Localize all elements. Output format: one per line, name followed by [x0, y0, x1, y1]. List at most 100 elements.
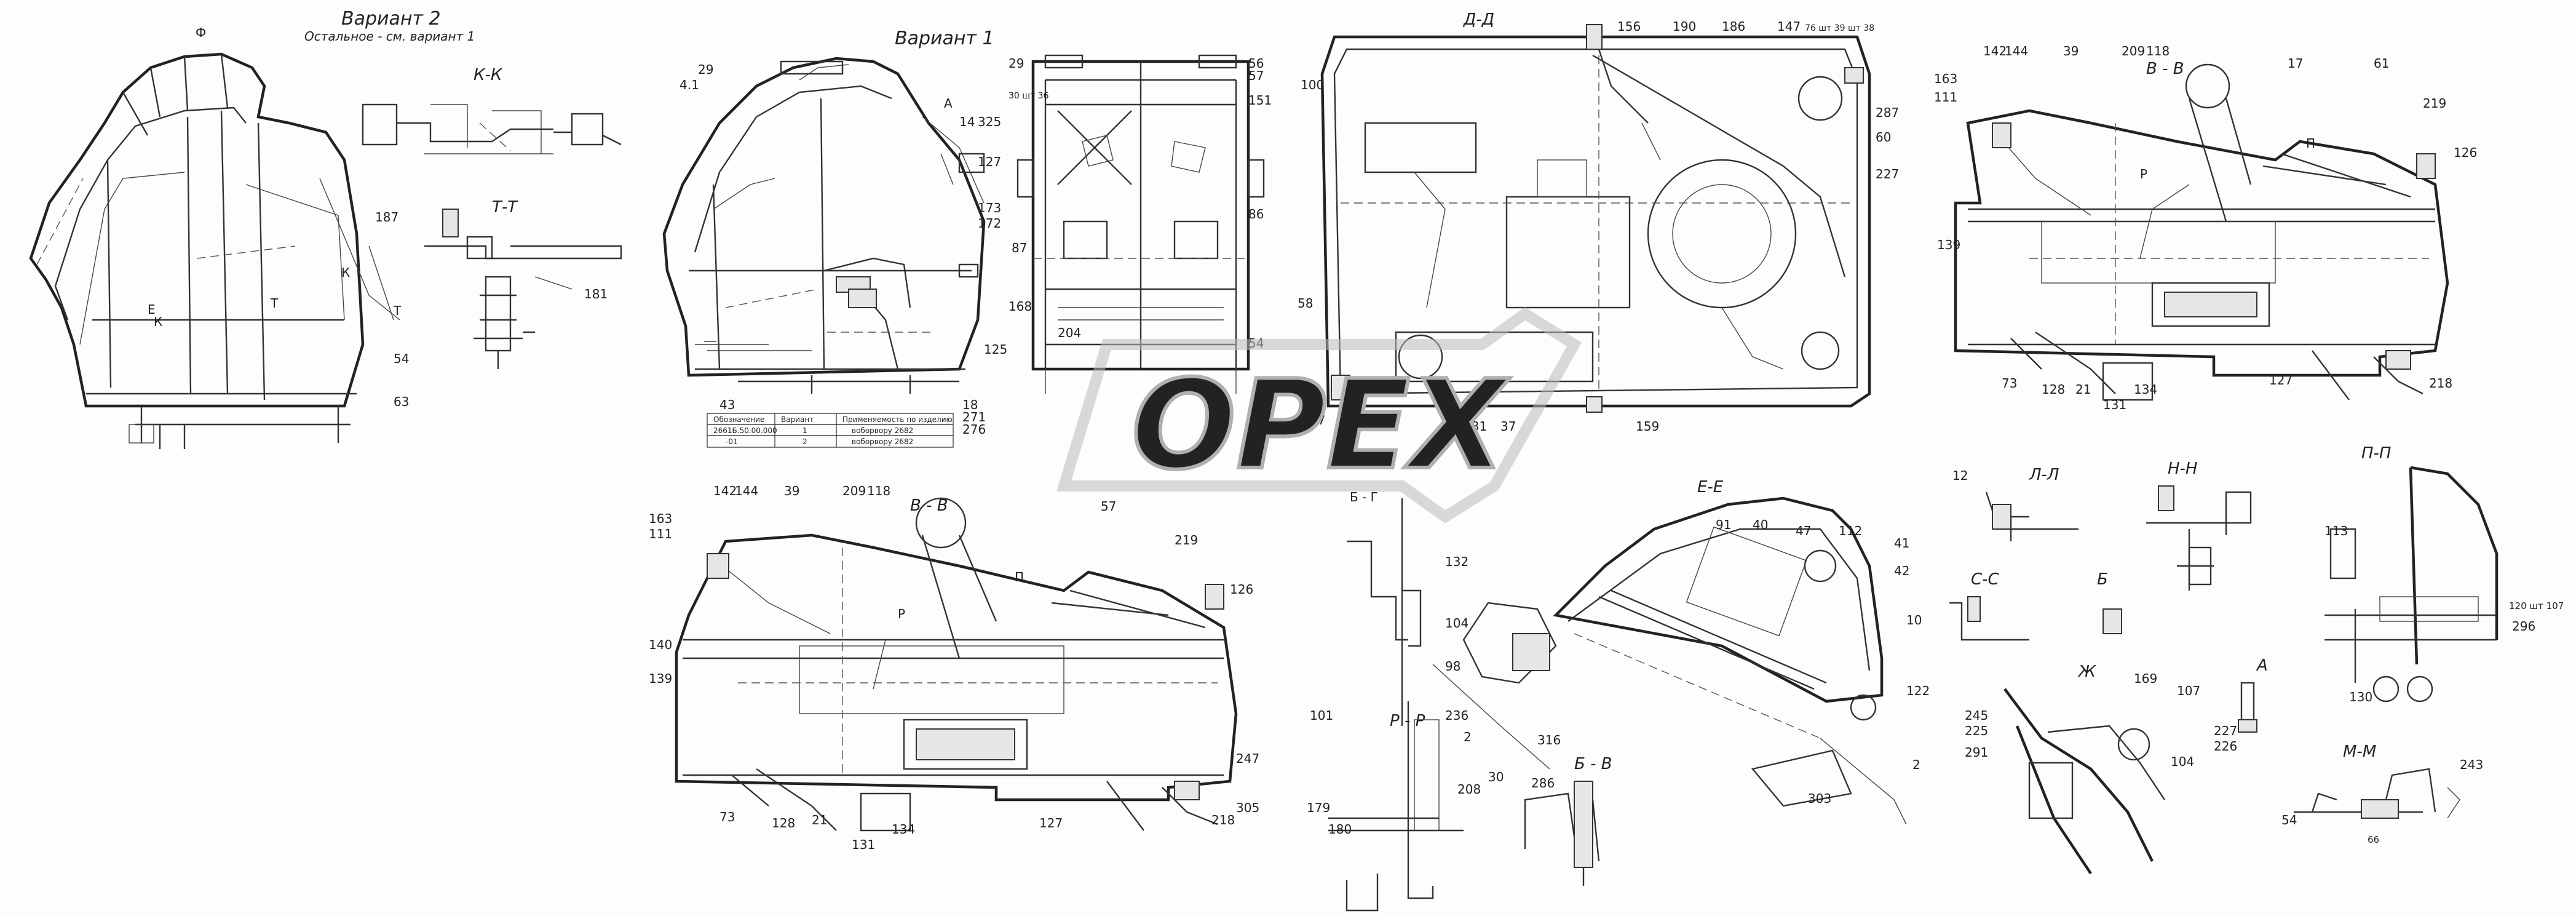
variant1-title: Вариант 1: [895, 28, 994, 49]
vvm-label-10: 126: [1230, 582, 1253, 597]
v1front-label-3: 57: [1248, 68, 1264, 83]
v1side-label-9: 43: [719, 397, 735, 412]
dd-label-9: 58: [1298, 296, 1313, 311]
v1side-label-7: 172: [978, 216, 1001, 231]
vvm-label-12: 140: [649, 637, 672, 652]
v2-label-4: Т: [270, 296, 279, 311]
section-zh-title: Ж: [2077, 663, 2096, 681]
table-cell-0-2: воборвору 2682: [852, 426, 913, 435]
v1side-label-3: 14: [959, 114, 975, 129]
table-header-1: Вариант: [781, 415, 814, 424]
ee-label-7: 132: [1445, 554, 1468, 569]
vvt-label-0: 163: [1934, 71, 1957, 86]
vvt-label-6: 118: [2146, 44, 2170, 58]
section-kk-title: К-К: [474, 66, 503, 84]
rl-label-2: 120 шт 107: [2509, 600, 2564, 611]
vvt-label-9: 219: [2423, 96, 2446, 111]
gg-label-4: Б - Г: [1350, 490, 1378, 504]
ee-label-0: 91: [1716, 517, 1731, 532]
gg-label-1: 179: [1307, 800, 1330, 815]
vvm-label-15: 128: [772, 816, 795, 830]
vvt-label-16: 21: [2075, 382, 2091, 397]
vvt-label-20: 218: [2429, 376, 2452, 391]
table-cell-1-0: -01: [726, 437, 738, 446]
section-a-title: А: [2256, 656, 2268, 675]
kt-label-0: 181: [584, 287, 608, 301]
ee-label-15: 2: [1912, 757, 1920, 772]
variant2-title: Вариант 2: [341, 8, 441, 30]
dd-label-1: 156: [1617, 19, 1641, 34]
dd-label-8: 227: [1876, 167, 1899, 181]
gg-label-0: 101: [1310, 708, 1333, 723]
section-vv-top-title: В - В: [2146, 60, 2184, 78]
rl-label-7: 104: [2171, 754, 2194, 769]
dd-label-2: 190: [1673, 19, 1696, 34]
rl-label-15: 66: [2368, 834, 2379, 845]
vvt-label-12: П: [2306, 136, 2315, 151]
ee-label-13: 2: [1464, 730, 1472, 744]
rl-label-12: 291: [1965, 745, 1988, 760]
vvm-label-21: 218: [1211, 813, 1235, 827]
v1side-label-1: 4.1: [680, 78, 699, 92]
v2-label-1: 187: [375, 210, 398, 225]
table-cell-0-1: 1: [803, 426, 807, 435]
dd-label-4: 147: [1777, 19, 1801, 34]
rl-label-13: 243: [2460, 757, 2483, 772]
vvm-label-6: 111: [649, 527, 672, 541]
variant2-cabin-view: Вариант 2 Остальное - см. вариант 1 Ф 18…: [29, 8, 475, 449]
ee-label-2: 47: [1796, 524, 1811, 538]
vvm-label-13: 139: [649, 671, 672, 686]
vvm-label-20: 247: [1236, 751, 1259, 766]
vvm-label-9: П: [1015, 570, 1024, 584]
vvm-label-14: 73: [719, 810, 735, 824]
v1front-label-5: 87: [1012, 241, 1027, 255]
vvm-label-19: 127: [1039, 816, 1063, 830]
vvm-label-22: 305: [1236, 800, 1259, 815]
vvt-label-3: 144: [2005, 44, 2028, 58]
dd-label-7: 60: [1876, 130, 1891, 145]
section-pp-title: П-П: [2361, 444, 2391, 463]
section-dd-title: Д-Д: [1463, 10, 1494, 29]
variant1-side-view: Вариант 1 29 4.1 А 14 325 127 173 172 12…: [662, 28, 1007, 437]
table-cell-0-0: 2661Б.50.00.000: [713, 426, 777, 435]
rl-label-3: 296: [2512, 619, 2535, 634]
table-header-2: Применяемость по изделию: [842, 415, 953, 424]
vvm-label-18: 134: [892, 822, 915, 837]
gg-label-2: 180: [1328, 822, 1352, 837]
vvt-label-17: 131: [2103, 397, 2126, 412]
variant1-front-view: 29 30 шт 36 56 57 151 87 86 168 204 54: [1009, 54, 1272, 394]
dd-label-13: 37: [1500, 419, 1516, 434]
v1front-label-7: 168: [1009, 299, 1032, 314]
ee-label-5: 42: [1894, 564, 1909, 578]
vvm-label-0: 142: [713, 484, 737, 498]
vvt-label-15: 128: [2042, 382, 2065, 397]
vvm-label-17: 131: [852, 837, 875, 852]
v2-label-2: 54: [394, 351, 409, 366]
table-header-0: Обозначение: [713, 415, 764, 424]
v1side-label-8: 125: [984, 342, 1007, 357]
v1front-label-4: 151: [1248, 93, 1272, 108]
section-ee: Е-Е 91 40 47 112 41 42 10 132 104 98 236…: [1432, 478, 1930, 825]
rl-label-6: 107: [2177, 683, 2200, 698]
vvm-label-3: 209: [842, 484, 866, 498]
applicability-table: Обозначение Вариант Применяемость по изд…: [707, 413, 954, 448]
v1side-label-4: 325: [978, 114, 1001, 129]
vvt-label-14: 73: [2002, 376, 2017, 391]
ee-label-3: 112: [1839, 524, 1862, 538]
ee-label-16: 122: [1906, 683, 1930, 698]
vvm-label-1: 144: [735, 484, 758, 498]
table-cell-1-1: 2: [803, 437, 807, 446]
v1front-label-8: 204: [1058, 325, 1081, 340]
v2-label-7: К: [154, 314, 162, 329]
section-kk-tt: К-К Т-Т 181: [362, 66, 622, 369]
ee-label-8: 104: [1445, 616, 1468, 631]
rl-label-8: 227: [2214, 723, 2237, 738]
v1side-label-6: 173: [978, 201, 1001, 215]
variant2-subtitle: Остальное - см. вариант 1: [304, 29, 475, 44]
section-rr-title: Р - Р: [1390, 712, 1425, 730]
section-gg-rr: Б - Г Р - Р 101 179 180 208: [1307, 490, 1481, 912]
vvt-label-18: 134: [2134, 382, 2157, 397]
dd-label-12: 231: [1464, 419, 1487, 434]
section-vv-mid-title: В - В: [910, 496, 948, 515]
